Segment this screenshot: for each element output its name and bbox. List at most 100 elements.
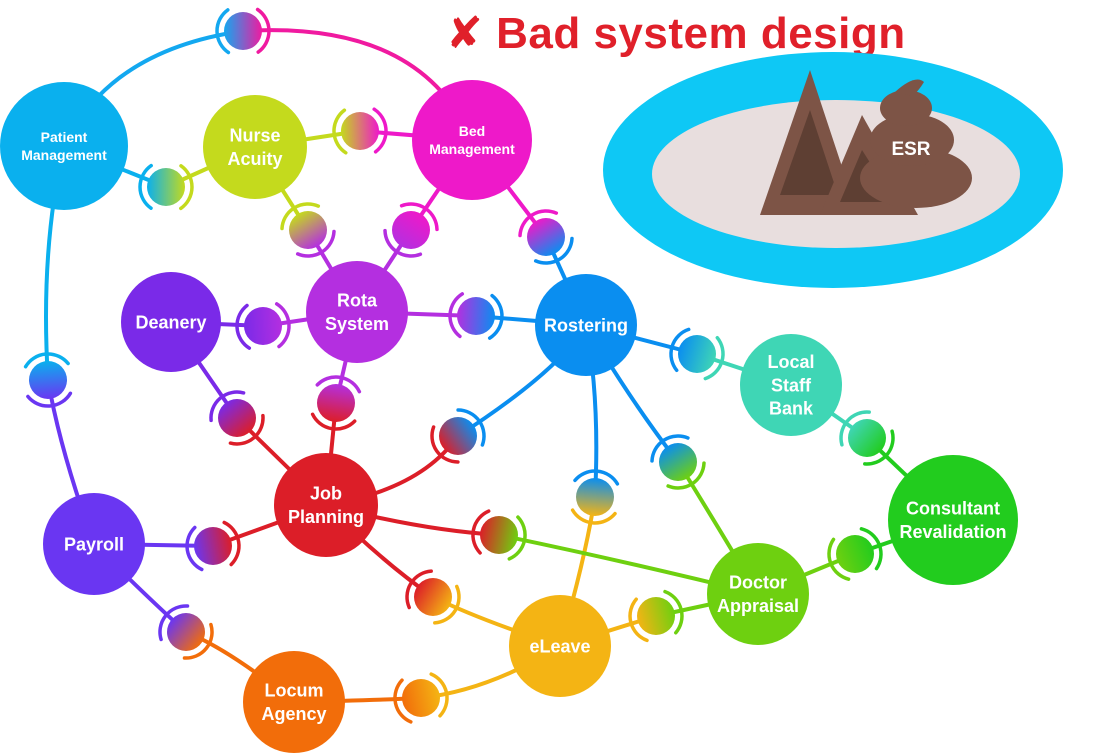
connector-bed-rota — [383, 202, 439, 258]
socket-arc — [274, 302, 291, 349]
node-label: eLeave — [529, 636, 590, 656]
socket-arc — [295, 229, 336, 258]
connector-nurse-rota — [280, 202, 336, 258]
connector-eleave-doctor — [628, 589, 684, 643]
socket-arc — [570, 508, 617, 525]
connector-localstaff-consultant — [839, 410, 895, 466]
connector-ball — [659, 443, 697, 481]
socket-arc — [518, 209, 559, 238]
socket-arc — [235, 303, 252, 350]
connector-ball — [341, 112, 379, 150]
node-circle — [412, 80, 532, 200]
socket-arc — [703, 335, 725, 381]
node-circle — [888, 455, 1018, 585]
connector-ball — [480, 516, 518, 554]
socket-arc — [628, 597, 649, 643]
interface-connectors — [23, 7, 895, 724]
connector-doctor-consultant — [827, 527, 883, 581]
node-circle — [0, 82, 128, 210]
socket-arc — [399, 202, 439, 232]
socket-arc — [372, 107, 388, 154]
connector-jobplanning-eleave — [405, 569, 461, 625]
node-circle — [509, 595, 611, 697]
socket-arc — [179, 164, 194, 211]
socket-arc — [383, 228, 423, 258]
node-deanery: Deanery — [121, 272, 221, 372]
socket-arc — [666, 461, 706, 490]
socket-arc — [222, 520, 241, 567]
socket-arc — [138, 163, 153, 210]
node-payroll: Payroll — [43, 493, 145, 595]
socket-arc — [650, 434, 690, 463]
socket-arc — [533, 236, 574, 265]
node-circle — [740, 334, 842, 436]
node-circle — [203, 95, 307, 199]
connector-locum-eleave — [393, 672, 449, 724]
connector-ball — [244, 307, 282, 345]
connector-ball — [224, 12, 262, 50]
connector-ball — [167, 613, 205, 651]
diagram-title: ✘ Bad system design — [446, 9, 906, 58]
socket-arc — [839, 410, 871, 447]
connector-ball — [439, 417, 477, 455]
socket-arc — [310, 412, 357, 431]
socket-arc — [456, 408, 486, 447]
node-circle — [274, 453, 378, 557]
connector-payroll-jobplanning — [185, 520, 241, 572]
socket-arc — [448, 292, 465, 339]
poop-icon — [860, 79, 972, 208]
connector-ball — [848, 419, 886, 457]
connector-rota-rostering — [448, 292, 504, 340]
connector-rostering-doctor — [650, 434, 706, 490]
connector-ball — [218, 399, 256, 437]
socket-arc — [215, 8, 231, 55]
connector-payroll-locum — [158, 604, 214, 660]
socket-arc — [669, 327, 691, 373]
socket-arc — [471, 509, 491, 555]
connector-ball — [414, 578, 452, 616]
connector-ball — [402, 679, 440, 717]
socket-arc — [405, 569, 433, 610]
esr-island: ESR — [603, 52, 1063, 288]
socket-arc — [182, 622, 214, 660]
socket-arc — [827, 537, 851, 581]
socket-arc — [228, 413, 265, 446]
node-label: Deanery — [135, 312, 206, 332]
socket-arc — [332, 108, 348, 155]
connector-nurse-bed — [332, 107, 388, 155]
socket-arc — [507, 515, 527, 561]
connector-ball — [836, 535, 874, 573]
node-circle — [306, 261, 408, 363]
connector-bed-rostering — [518, 209, 574, 265]
connector-jobplanning-doctor — [471, 509, 527, 561]
connector-patient-bed — [215, 7, 271, 55]
node-circle — [243, 651, 345, 753]
node-label: Payroll — [64, 534, 124, 554]
socket-arc — [255, 7, 271, 54]
socket-arc — [573, 469, 620, 486]
connector-ball — [392, 211, 430, 249]
socket-arc — [209, 390, 246, 423]
socket-arc — [663, 589, 684, 635]
connector-ball — [194, 527, 232, 565]
connector-patient-nurse — [138, 163, 194, 211]
connector-patient-payroll — [23, 352, 73, 408]
connector-ball — [317, 384, 355, 422]
socket-arc — [26, 391, 73, 408]
socket-arc — [429, 672, 449, 718]
connector-deanery-jobplanning — [209, 390, 265, 446]
connector-rostering-localstaff — [669, 327, 725, 381]
connector-deanery-rota — [235, 302, 291, 350]
socket-arc — [280, 202, 321, 231]
